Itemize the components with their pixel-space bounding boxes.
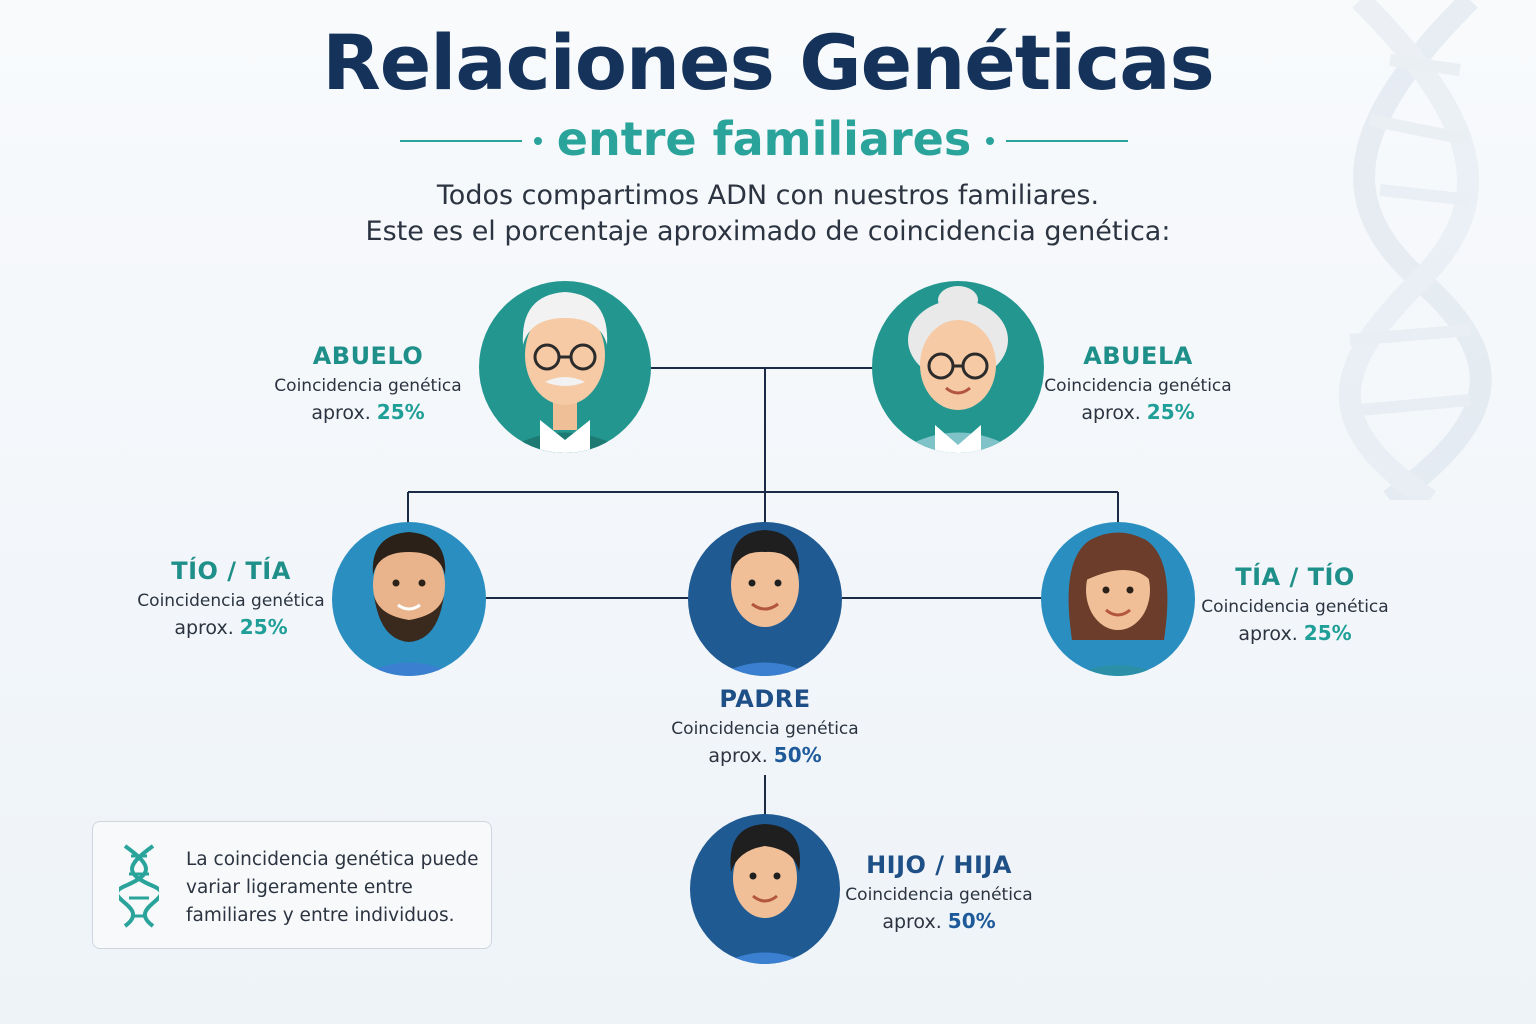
avatar-abuelo: [479, 281, 651, 453]
avatar-tio: [332, 522, 486, 676]
abuela-desc: Coincidencia genética: [1044, 376, 1232, 396]
abuela-name: ABUELA: [1083, 342, 1193, 370]
tia-name: TÍA / TÍO: [1235, 563, 1355, 591]
tree-connectors: [407, 367, 1119, 815]
note-box: La coincidencia genética puede variar li…: [92, 821, 492, 949]
abuela-pct: 25%: [1146, 400, 1195, 424]
padre-prefix: aprox.: [708, 745, 768, 767]
tia-prefix: aprox.: [1238, 623, 1298, 645]
tio-prefix: aprox.: [174, 617, 234, 639]
hijo-desc: Coincidencia genética: [845, 885, 1033, 905]
subtitle-row: entre familiares: [400, 110, 1128, 170]
left-rule: [400, 140, 522, 142]
hijo-name: HIJO / HIJA: [866, 851, 1012, 879]
right-dot: [986, 137, 994, 145]
abuelo-pct: 25%: [376, 400, 425, 424]
hijo-pct-line: aprox. 50%: [819, 909, 1059, 933]
left-dot: [534, 137, 542, 145]
label-tia: TÍA / TÍO Coincidencia genética aprox. 2…: [1175, 563, 1415, 645]
padre-name: PADRE: [719, 685, 811, 713]
padre-desc: Coincidencia genética: [671, 719, 859, 739]
avatar-padre: [688, 522, 842, 676]
label-padre: PADRE Coincidencia genética aprox. 50%: [645, 685, 885, 767]
hijo-prefix: aprox.: [882, 911, 942, 933]
avatar-abuela: [872, 281, 1044, 453]
label-tio: TÍO / TÍA Coincidencia genética aprox. 2…: [111, 557, 351, 639]
abuela-pct-line: aprox. 25%: [1018, 400, 1258, 424]
label-abuela: ABUELA Coincidencia genética aprox. 25%: [1018, 342, 1258, 424]
avatar-tia: [1041, 522, 1195, 676]
hijo-pct: 50%: [947, 909, 996, 933]
abuela-prefix: aprox.: [1081, 402, 1141, 424]
padre-pct: 50%: [773, 743, 822, 767]
background-dna-icon: [1338, 0, 1492, 500]
abuelo-desc: Coincidencia genética: [274, 376, 462, 396]
padre-pct-line: aprox. 50%: [645, 743, 885, 767]
dna-icon: [119, 844, 159, 928]
tio-pct-line: aprox. 25%: [111, 615, 351, 639]
intro-line-2: Este es el porcentaje aproximado de coin…: [365, 216, 1171, 247]
page-title: Relaciones Genéticas: [322, 18, 1215, 107]
label-abuelo: ABUELO Coincidencia genética aprox. 25%: [248, 342, 488, 424]
intro-line-1: Todos compartimos ADN con nuestros famil…: [436, 180, 1100, 211]
tia-pct: 25%: [1303, 621, 1352, 645]
abuelo-prefix: aprox.: [311, 402, 371, 424]
tia-desc: Coincidencia genética: [1201, 597, 1389, 617]
abuelo-pct-line: aprox. 25%: [248, 400, 488, 424]
abuelo-name: ABUELO: [312, 342, 424, 370]
tio-name: TÍO / TÍA: [171, 557, 291, 585]
tia-pct-line: aprox. 25%: [1175, 621, 1415, 645]
label-hijo: HIJO / HIJA Coincidencia genética aprox.…: [819, 851, 1059, 933]
tio-desc: Coincidencia genética: [137, 591, 325, 611]
note-text: La coincidencia genética puede variar li…: [186, 849, 479, 926]
tio-pct: 25%: [239, 615, 288, 639]
right-rule: [1006, 140, 1128, 142]
avatar-hijo: [690, 814, 840, 964]
page-subtitle: entre familiares: [556, 112, 972, 166]
